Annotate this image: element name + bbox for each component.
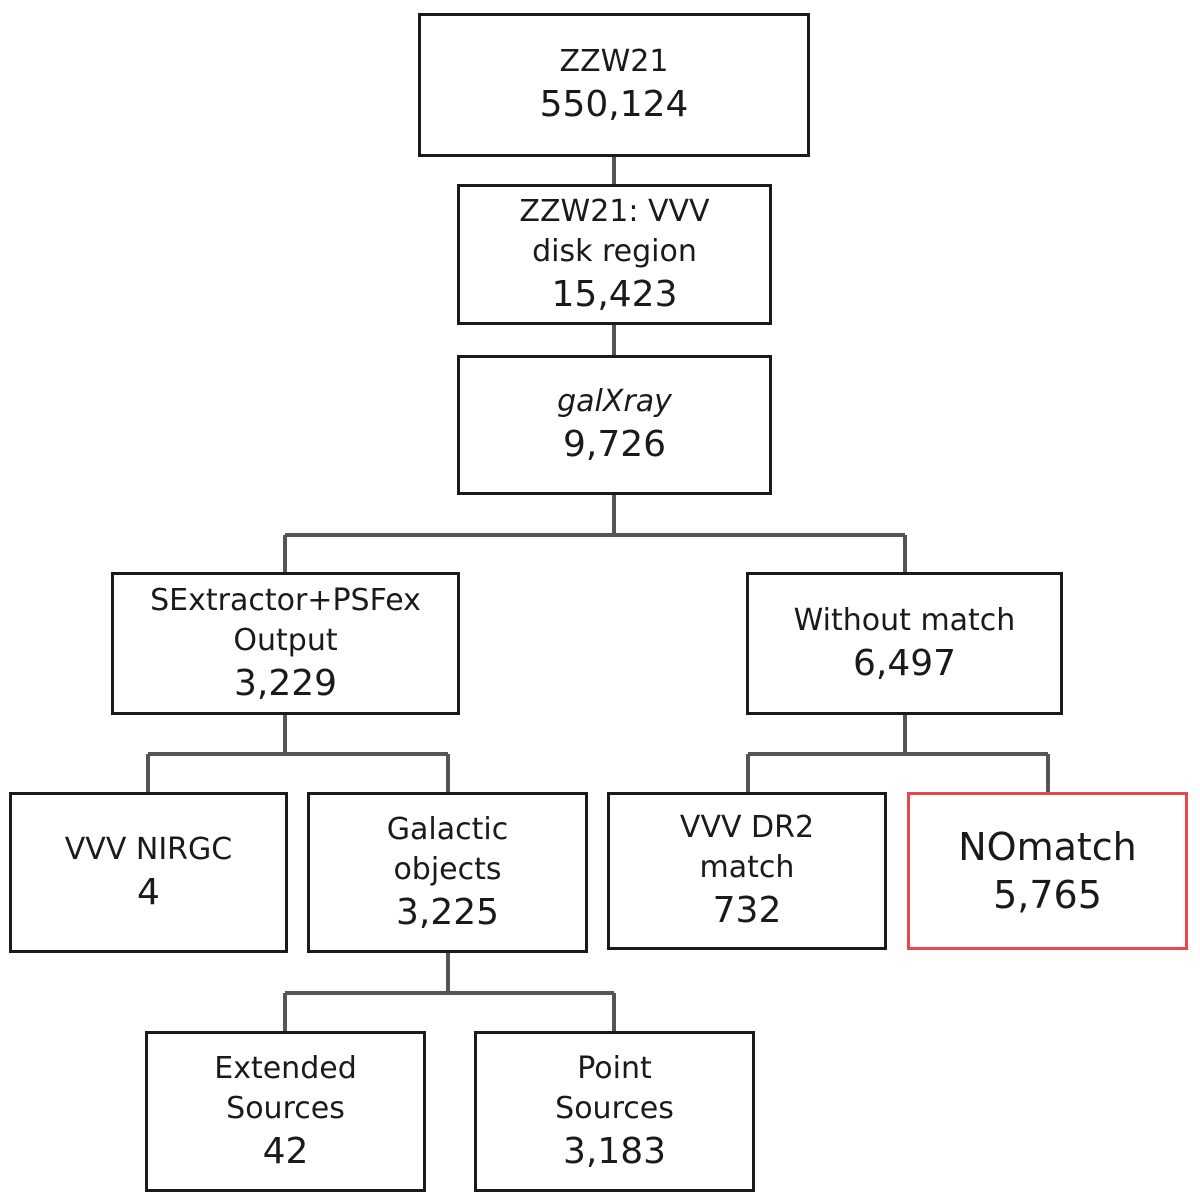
node-vvv-nirgc-count: 4	[137, 871, 160, 913]
node-galxray-label: galXray	[557, 384, 672, 419]
node-extended-count: 42	[262, 1130, 309, 1172]
connector-galactic-branch	[283, 952, 616, 1032]
node-extended-sources: Extended Sources 42	[145, 1031, 426, 1192]
node-galactic-count: 3,225	[395, 891, 500, 933]
node-without-match-count: 6,497	[852, 642, 957, 684]
connector-galxray-branch	[283, 494, 907, 573]
connector-sextractor-branch	[146, 714, 450, 793]
node-sextractor-count: 3,229	[233, 662, 338, 704]
node-nomatch: NOmatch 5,765	[907, 792, 1188, 950]
node-galactic-objects: Galactic objects 3,225	[307, 792, 588, 953]
node-nomatch-label: NOmatch	[958, 825, 1137, 869]
node-sextractor-label-2: Output	[233, 622, 338, 658]
node-galactic-label-2: objects	[393, 851, 502, 887]
node-zzw21-label: ZZW21	[559, 44, 669, 79]
node-point-label-1: Point	[577, 1050, 652, 1086]
node-sextractor-output: SExtractor+PSFex Output 3,229	[111, 572, 460, 715]
node-disk-region: ZZW21: VVV disk region 15,423	[457, 184, 772, 325]
node-dr2-label-1: VVV DR2	[679, 810, 815, 845]
node-vvv-nirgc: VVV NIRGC 4	[9, 792, 288, 953]
node-point-sources: Point Sources 3,183	[474, 1031, 755, 1192]
node-vvv-nirgc-label: VVV NIRGC	[64, 831, 233, 867]
node-extended-label-2: Sources	[226, 1090, 345, 1126]
node-disk-region-count: 15,423	[551, 273, 678, 315]
node-nomatch-count: 5,765	[993, 873, 1102, 917]
node-extended-label-1: Extended	[214, 1050, 357, 1086]
node-dr2-count: 732	[712, 890, 782, 931]
connector-without-match-branch	[746, 714, 1050, 793]
node-disk-region-label-1: ZZW21: VVV	[519, 193, 710, 229]
node-zzw21-count: 550,124	[539, 84, 689, 125]
node-without-match: Without match 6,497	[746, 572, 1063, 715]
node-point-count: 3,183	[562, 1130, 667, 1172]
node-disk-region-label-2: disk region	[532, 233, 697, 269]
node-galxray-count: 9,726	[562, 424, 667, 465]
node-without-match-label: Without match	[793, 602, 1016, 638]
node-vvv-dr2-match: VVV DR2 match 732	[607, 792, 887, 950]
node-dr2-label-2: match	[699, 850, 795, 885]
node-point-label-2: Sources	[555, 1090, 674, 1126]
node-sextractor-label-1: SExtractor+PSFex	[150, 582, 421, 618]
node-zzw21: ZZW21 550,124	[418, 13, 810, 157]
node-galactic-label-1: Galactic	[386, 811, 509, 847]
node-galxray: galXray 9,726	[457, 355, 772, 495]
